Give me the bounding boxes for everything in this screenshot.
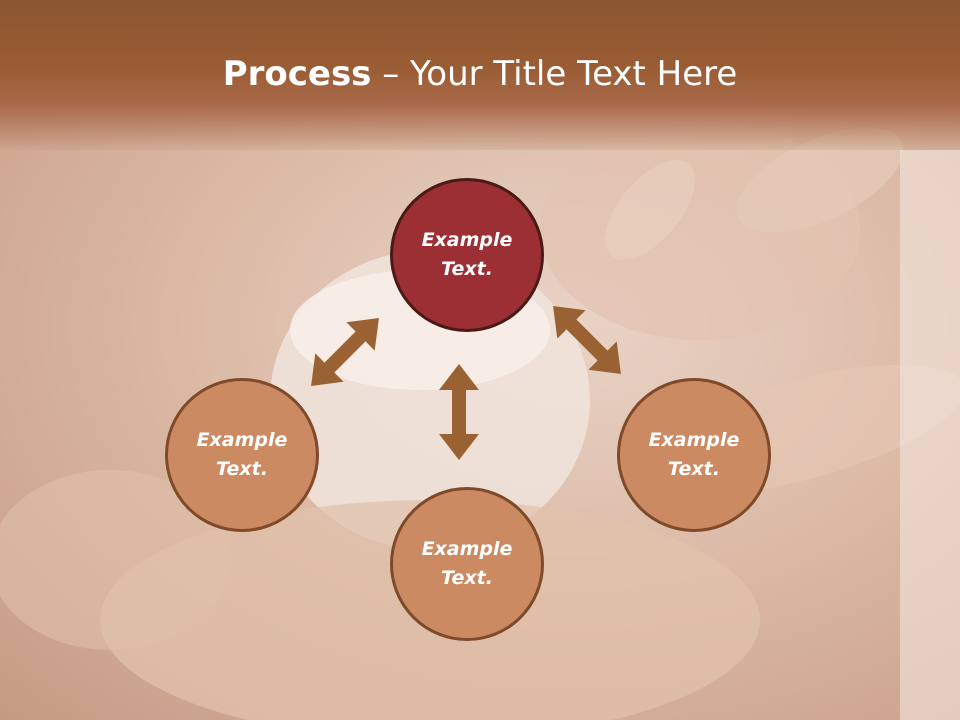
node-right-line1: Example xyxy=(648,429,740,451)
title-bold: Process xyxy=(222,54,372,94)
double-arrow-left-icon xyxy=(296,303,394,401)
node-bottom-line2: Text. xyxy=(441,567,493,589)
double-arrow-vertical-icon xyxy=(439,364,479,460)
node-top-line1: Example xyxy=(421,229,513,251)
node-left-line1: Example xyxy=(196,429,288,451)
title-bar xyxy=(0,0,960,150)
double-arrow-right-icon xyxy=(538,291,636,389)
page-title: Process – Your Title Text Here xyxy=(0,52,960,96)
node-right-line2: Text. xyxy=(668,458,720,480)
node-top-line2: Text. xyxy=(441,258,493,280)
node-left-line2: Text. xyxy=(216,458,268,480)
title-rest: – Your Title Text Here xyxy=(371,54,738,94)
node-bottom-line1: Example xyxy=(421,538,513,560)
